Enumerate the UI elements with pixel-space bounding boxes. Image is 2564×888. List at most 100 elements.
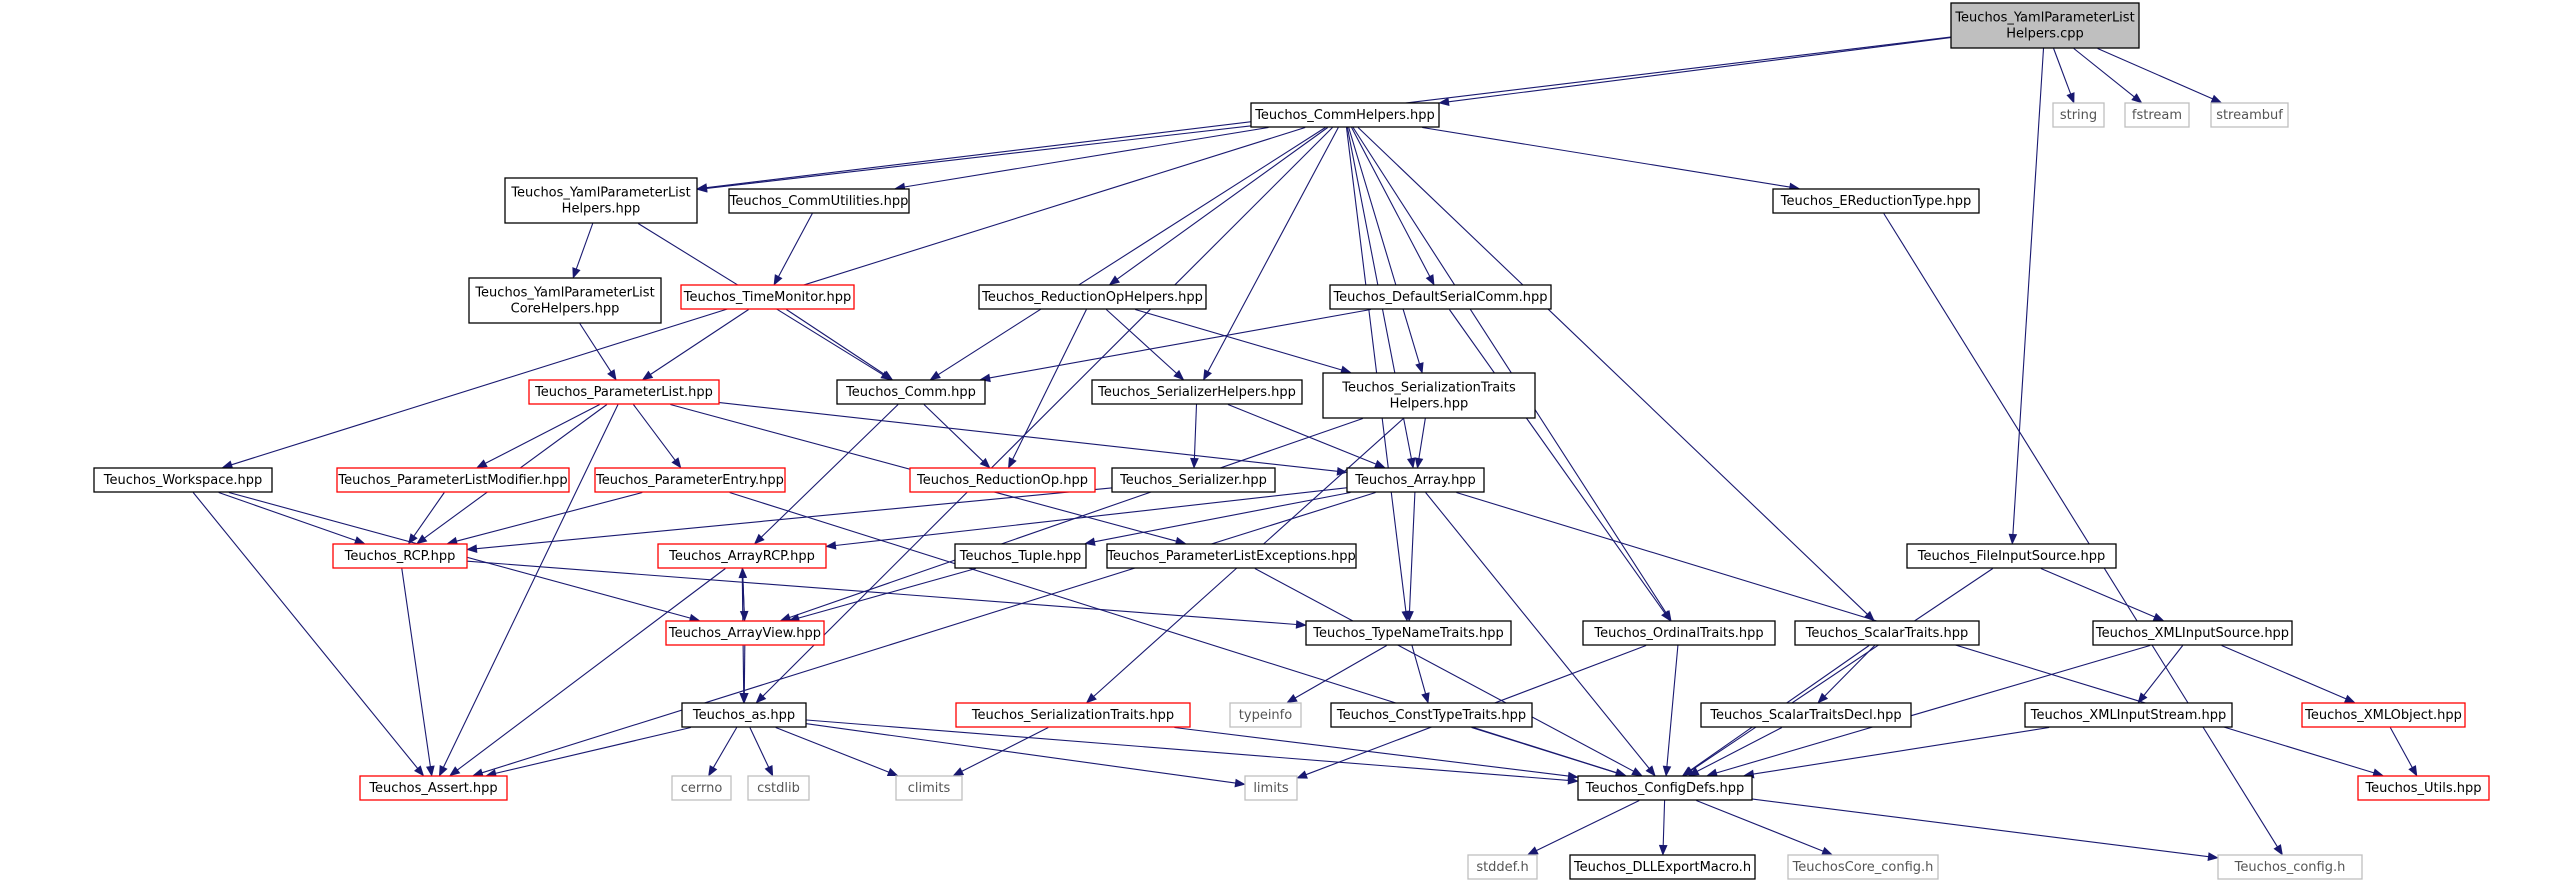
edge-line bbox=[485, 404, 600, 464]
edge-line bbox=[1105, 309, 1177, 374]
node-box bbox=[671, 775, 732, 801]
node-serializer[interactable]: Teuchos_Serializer.hpp bbox=[1111, 467, 1276, 493]
node-label: Teuchos_TimeMonitor.hpp bbox=[683, 290, 852, 305]
node-label: Teuchos_ParameterEntry.hpp bbox=[595, 473, 784, 488]
edge-line bbox=[1207, 127, 1339, 372]
edge-line bbox=[1471, 726, 1617, 774]
edge-plmodifier-to-rcp bbox=[407, 492, 445, 545]
node-label: Teuchos_SerializerHelpers.hpp bbox=[1097, 385, 1296, 400]
node-arrayview[interactable]: Teuchos_ArrayView.hpp bbox=[665, 620, 825, 646]
node-box bbox=[594, 467, 786, 493]
edge-line bbox=[786, 309, 885, 375]
arrowhead bbox=[2343, 694, 2356, 704]
node-box bbox=[1794, 620, 1980, 646]
node-serializerhelpers[interactable]: Teuchos_SerializerHelpers.hpp bbox=[1091, 379, 1303, 405]
node-xmlinputsource[interactable]: Teuchos_XMLInputSource.hpp bbox=[2092, 620, 2293, 646]
node-rcp[interactable]: Teuchos_RCP.hpp bbox=[332, 543, 468, 569]
node-plmodifier[interactable]: Teuchos_ParameterListModifier.hpp bbox=[336, 467, 570, 493]
node-label: Teuchos_ParameterList.hpp bbox=[534, 385, 713, 400]
node-as[interactable]: Teuchos_as.hpp bbox=[681, 702, 807, 728]
arrowhead bbox=[2408, 765, 2418, 777]
node-box bbox=[336, 467, 570, 493]
edge-line bbox=[2389, 727, 2413, 768]
node-box bbox=[954, 543, 1087, 569]
arrowhead bbox=[881, 370, 894, 381]
node-xmlobject[interactable]: Teuchos_XMLObject.hpp bbox=[2301, 702, 2466, 728]
arrowhead bbox=[1662, 765, 1672, 777]
edge-line bbox=[2073, 48, 2135, 98]
node-arrayrcp[interactable]: Teuchos_ArrayRCP.hpp bbox=[657, 543, 827, 569]
edge-xmlobject-to-utils bbox=[2389, 727, 2418, 777]
node-dllexport[interactable]: Teuchos_DLLExportMacro.h bbox=[1569, 854, 1756, 880]
arrowhead bbox=[1296, 770, 1308, 779]
arrowhead bbox=[979, 457, 991, 469]
node-label: Teuchos_ScalarTraits.hpp bbox=[1805, 626, 1969, 641]
arrowhead bbox=[416, 534, 428, 545]
node-scalartraits[interactable]: Teuchos_ScalarTraits.hpp bbox=[1794, 620, 1980, 646]
edge-plexceptions-to-configdefs bbox=[1254, 568, 1643, 777]
node-configdefs[interactable]: Teuchos_ConfigDefs.hpp bbox=[1577, 775, 1753, 801]
edge-parameterlist-to-plmodifier bbox=[476, 404, 600, 469]
edge-serializer-to-rcp bbox=[466, 487, 1112, 553]
node-timemonitor[interactable]: Teuchos_TimeMonitor.hpp bbox=[680, 284, 855, 310]
arrowhead bbox=[1645, 765, 1656, 777]
node-label: Teuchos_ParameterListExceptions.hpp bbox=[1106, 549, 1356, 564]
edge-line bbox=[192, 492, 419, 769]
edge-line bbox=[706, 125, 1251, 189]
edge-commhelpers-to-ereduction bbox=[1422, 126, 1801, 192]
arrowhead bbox=[2152, 612, 2165, 622]
node-box bbox=[2210, 102, 2289, 128]
edge-comm-to-arrayrcp bbox=[753, 404, 899, 545]
node-tuple[interactable]: Teuchos_Tuple.hpp bbox=[954, 543, 1087, 569]
edge-parameterlist-to-array bbox=[719, 402, 1348, 476]
arrowhead bbox=[2207, 852, 2219, 861]
node-xmlinputstream[interactable]: Teuchos_XMLInputStream.hpp bbox=[2024, 702, 2233, 728]
node-utils[interactable]: Teuchos_Utils.hpp bbox=[2357, 775, 2490, 801]
edge-commhelpers-to-as bbox=[755, 127, 1333, 704]
node-assert[interactable]: Teuchos_Assert.hpp bbox=[359, 775, 508, 801]
node-commhelpers[interactable]: Teuchos_CommHelpers.hpp bbox=[1250, 102, 1440, 128]
node-reductionop[interactable]: Teuchos_ReductionOp.hpp bbox=[909, 467, 1096, 493]
edge-line bbox=[760, 404, 899, 538]
node-box bbox=[1577, 775, 1753, 801]
arrowhead bbox=[1425, 274, 1435, 286]
node-label: Teuchos_ArrayRCP.hpp bbox=[668, 549, 815, 564]
arrowhead bbox=[1190, 457, 1199, 469]
node-box bbox=[2217, 854, 2363, 880]
node-serializationtraits[interactable]: Teuchos_SerializationTraits.hpp bbox=[955, 702, 1191, 728]
node-box bbox=[1330, 702, 1533, 728]
node-parameterlist[interactable]: Teuchos_ParameterList.hpp bbox=[528, 379, 720, 405]
node-ordinaltraits[interactable]: Teuchos_OrdinalTraits.hpp bbox=[1582, 620, 1776, 646]
node-reductionophelpers[interactable]: Teuchos_ReductionOpHelpers.hpp bbox=[978, 284, 1207, 310]
node-consttypetraits[interactable]: Teuchos_ConstTypeTraits.hpp bbox=[1330, 702, 1533, 728]
edge-configdefs-to-dllexport bbox=[1658, 800, 1668, 856]
node-box bbox=[1091, 379, 1303, 405]
node-commutil[interactable]: Teuchos_CommUtilities.hpp bbox=[728, 188, 910, 214]
node-label: Teuchos_ArrayView.hpp bbox=[668, 626, 821, 641]
node-box bbox=[504, 177, 698, 224]
arrowhead bbox=[764, 765, 774, 777]
node-array[interactable]: Teuchos_Array.hpp bbox=[1346, 467, 1485, 493]
edge-arrayview-to-as bbox=[739, 645, 749, 704]
node-fileinputsource[interactable]: Teuchos_FileInputSource.hpp bbox=[1906, 543, 2117, 569]
node-workspace[interactable]: Teuchos_Workspace.hpp bbox=[93, 467, 273, 493]
edge-parameterlist-to-parameterentry bbox=[632, 404, 682, 469]
node-config: Teuchos_config.h bbox=[2217, 854, 2363, 880]
node-label: cerrno bbox=[681, 781, 723, 796]
edge-line bbox=[2053, 48, 2072, 95]
node-plexceptions[interactable]: Teuchos_ParameterListExceptions.hpp bbox=[1106, 543, 1357, 569]
edge-line bbox=[218, 491, 356, 542]
node-label: Teuchos_config.h bbox=[2234, 860, 2346, 875]
node-parameterentry[interactable]: Teuchos_ParameterEntry.hpp bbox=[594, 467, 786, 493]
arrowhead bbox=[1286, 694, 1298, 704]
node-ereduction[interactable]: Teuchos_EReductionType.hpp bbox=[1772, 188, 1980, 214]
node-comm[interactable]: Teuchos_Comm.hpp bbox=[836, 379, 986, 405]
node-typenametraits[interactable]: Teuchos_TypeNameTraits.hpp bbox=[1305, 620, 1512, 646]
node-scalartraitsdecl[interactable]: Teuchos_ScalarTraitsDecl.hpp bbox=[1700, 702, 1912, 728]
node-defaultserialcomm[interactable]: Teuchos_DefaultSerialComm.hpp bbox=[1329, 284, 1552, 310]
node-box bbox=[332, 543, 468, 569]
node-label: Teuchos_XMLObject.hpp bbox=[2304, 708, 2462, 723]
